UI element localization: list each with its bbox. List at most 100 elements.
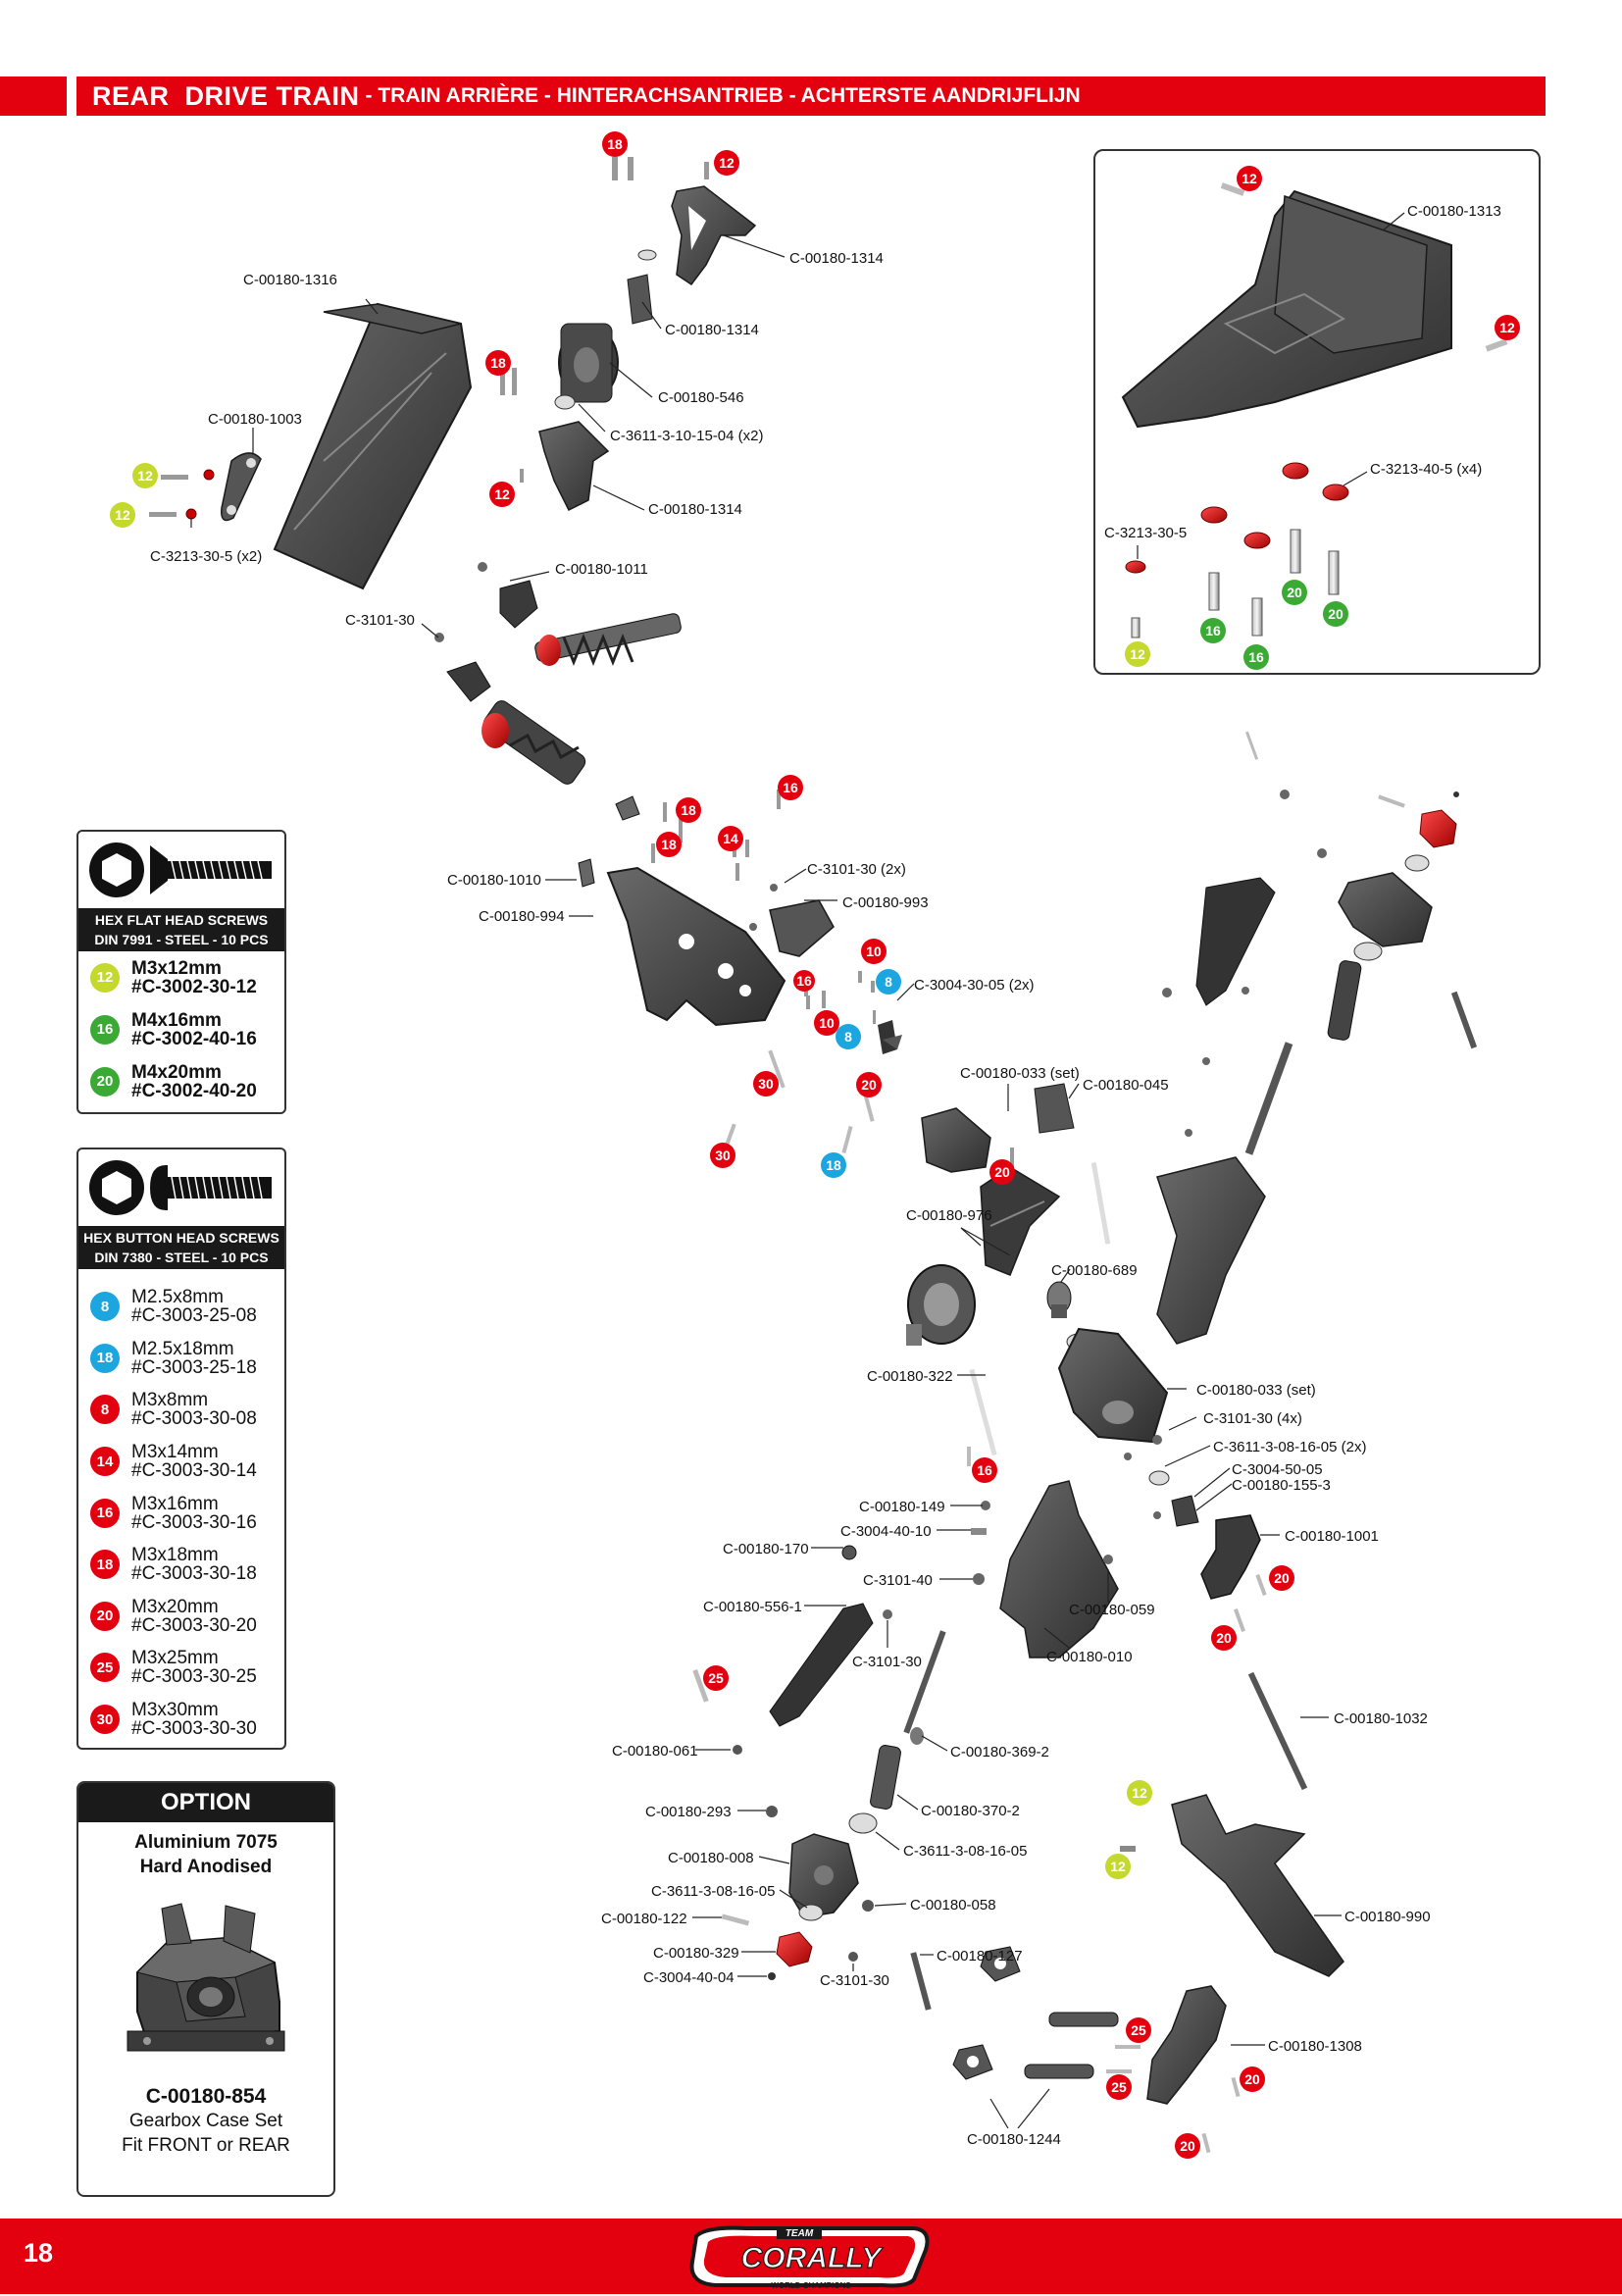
long-screw-1 bbox=[768, 1049, 786, 1089]
diff-pin bbox=[969, 1368, 997, 1455]
screw-part: #C-3003-30-08 bbox=[131, 1408, 257, 1430]
label-arm-059: C-00180-059 bbox=[1069, 1602, 1155, 1618]
svg-text:20: 20 bbox=[1287, 585, 1302, 600]
long-hinge-pin bbox=[1450, 991, 1478, 1049]
badge-16: 16 bbox=[778, 775, 803, 800]
screw-18-cyan bbox=[841, 1125, 853, 1154]
label-hinge-pin-set: C-3004-50-05 bbox=[1232, 1461, 1323, 1478]
svg-text:18: 18 bbox=[607, 136, 623, 152]
label-shock-tower-brace: C-00180-993 bbox=[842, 894, 929, 911]
screw-code-badge: 16 bbox=[90, 1014, 120, 1045]
option-part-number: C-00180-854 bbox=[145, 2085, 267, 2108]
hex-flat-head-screw-icon bbox=[78, 832, 284, 908]
label-nut-hub: C-3101-30 bbox=[820, 1972, 889, 1989]
brace-976 bbox=[980, 1166, 1061, 1276]
button-screw-title: HEX BUTTON HEAD SCREWS DIN 7380 - STEEL … bbox=[78, 1226, 284, 1269]
screw-code-badge: 18 bbox=[90, 1343, 120, 1373]
bearing-2x bbox=[1148, 1470, 1170, 1486]
label-bulk-bottom: C-00180-033 (set) bbox=[1196, 1382, 1316, 1399]
bumper-screw bbox=[1255, 1573, 1267, 1597]
badge-12: 12 bbox=[1495, 315, 1520, 340]
badge-16: 16 bbox=[793, 970, 815, 992]
screw-part: #C-3003-30-16 bbox=[131, 1511, 257, 1533]
label-arm-010: C-00180-010 bbox=[1046, 1649, 1133, 1665]
button-screw-title-line1: HEX BUTTON HEAD SCREWS bbox=[83, 1230, 279, 1246]
inset-washer-small bbox=[1125, 560, 1146, 574]
button-screw-row: 14 M3x14mm#C-3003-30-14 bbox=[78, 1436, 284, 1488]
badge-30: 30 bbox=[710, 1143, 735, 1168]
label-tower-screws: C-3004-30-05 (2x) bbox=[914, 977, 1035, 994]
pin-lower bbox=[1024, 2064, 1094, 2079]
badge-20-green: 20 bbox=[1282, 580, 1307, 605]
shock-tower bbox=[606, 866, 786, 1027]
hub-screw-25a bbox=[1115, 2045, 1140, 2049]
svg-text:18: 18 bbox=[826, 1157, 841, 1173]
nut-40 bbox=[973, 1573, 985, 1585]
option-material-line2: Hard Anodised bbox=[139, 1857, 273, 1877]
bumper bbox=[1200, 1514, 1261, 1600]
badge-16-green: 16 bbox=[1243, 644, 1269, 670]
shock-cap-top bbox=[499, 580, 538, 629]
option-description: Gearbox Case Set Fit FRONT or REAR bbox=[78, 2109, 333, 2158]
svg-text:8: 8 bbox=[844, 1029, 852, 1045]
part-label-layer: C-00180-1314 C-00180-1314 C-00180-546 C-… bbox=[150, 203, 1501, 2148]
label-wing-washer-arm: C-00180-1003 bbox=[208, 411, 302, 428]
badge-12-lime: 12 bbox=[110, 502, 135, 528]
badge-25: 25 bbox=[1126, 2017, 1151, 2043]
bracket-990 bbox=[1171, 1794, 1344, 1977]
label-insert-1244: C-00180-1244 bbox=[967, 2131, 1061, 2148]
screw-top-3 bbox=[704, 162, 709, 179]
label-rear-bulk-top: C-00180-033 (set) bbox=[960, 1065, 1080, 1082]
svg-text:8: 8 bbox=[885, 974, 892, 990]
label-wing-mount-post: C-00180-1314 bbox=[665, 322, 759, 338]
ball-170 bbox=[841, 1545, 857, 1560]
option-material-line1: Aluminium 7075 bbox=[134, 1832, 278, 1853]
screw-40-04 bbox=[768, 1972, 776, 1980]
label-axle-127: C-00180-127 bbox=[937, 1948, 1023, 1964]
team-corally-logo: TEAM CORALLY WORLD CHAMPIONS bbox=[686, 2222, 936, 2291]
rear-wing bbox=[273, 302, 473, 590]
inset-washer-4 bbox=[1243, 532, 1271, 549]
badge-20: 20 bbox=[1211, 1625, 1237, 1651]
leader-lines bbox=[190, 212, 1405, 2129]
svg-text:12: 12 bbox=[1130, 646, 1145, 662]
svg-text:16: 16 bbox=[977, 1462, 992, 1478]
wing-mount-bottom bbox=[538, 421, 610, 512]
top-pin bbox=[1244, 731, 1259, 760]
svg-text:16: 16 bbox=[796, 973, 812, 989]
nut-061 bbox=[733, 1745, 742, 1755]
nut-mid bbox=[1162, 988, 1172, 997]
chassis-plate bbox=[1121, 189, 1452, 429]
nut-4x bbox=[1152, 1435, 1162, 1445]
hinge-pin-1032 bbox=[1247, 1671, 1308, 1791]
hinge-pin-insert bbox=[1171, 1495, 1199, 1527]
badge-12-lime: 12 bbox=[1127, 1780, 1152, 1806]
spacer-149 bbox=[981, 1501, 990, 1510]
hub-bearing-2 bbox=[1353, 942, 1383, 961]
label-ball-170: C-00180-170 bbox=[723, 1541, 809, 1557]
badge-20: 20 bbox=[856, 1072, 882, 1097]
arm-nut bbox=[1103, 1555, 1113, 1564]
wing-post bbox=[627, 274, 653, 325]
label-bracket-990: C-00180-990 bbox=[1344, 1909, 1431, 1925]
badge-12: 12 bbox=[1237, 166, 1262, 191]
inset-washer-2 bbox=[1322, 484, 1349, 501]
label-shock-cap: C-00180-1011 bbox=[555, 561, 648, 578]
badge-12-lime: 12 bbox=[1105, 1854, 1131, 1879]
screw-size: M3x30mm bbox=[131, 1700, 219, 1721]
washer-top bbox=[637, 249, 657, 261]
spur-gear bbox=[1046, 1281, 1072, 1318]
label-nut-arm: C-3101-30 bbox=[852, 1654, 922, 1670]
wing-mount-top bbox=[671, 185, 757, 286]
screw-40-10 bbox=[971, 1528, 987, 1535]
badge-18: 18 bbox=[676, 797, 701, 823]
svg-text:20: 20 bbox=[1328, 606, 1343, 622]
flat-screw-title-line1: HEX FLAT HEAD SCREWS bbox=[94, 912, 269, 928]
screw-code-badge: 18 bbox=[90, 1550, 120, 1580]
svg-text:18: 18 bbox=[490, 355, 506, 371]
screw-code-badge: 25 bbox=[90, 1653, 120, 1683]
screw-part: #C-3003-30-14 bbox=[131, 1460, 257, 1482]
label-spur-689: C-00180-689 bbox=[1051, 1262, 1138, 1279]
screw-code-badge: 30 bbox=[90, 1705, 120, 1735]
label-bulk-plate: C-00180-045 bbox=[1083, 1077, 1169, 1094]
